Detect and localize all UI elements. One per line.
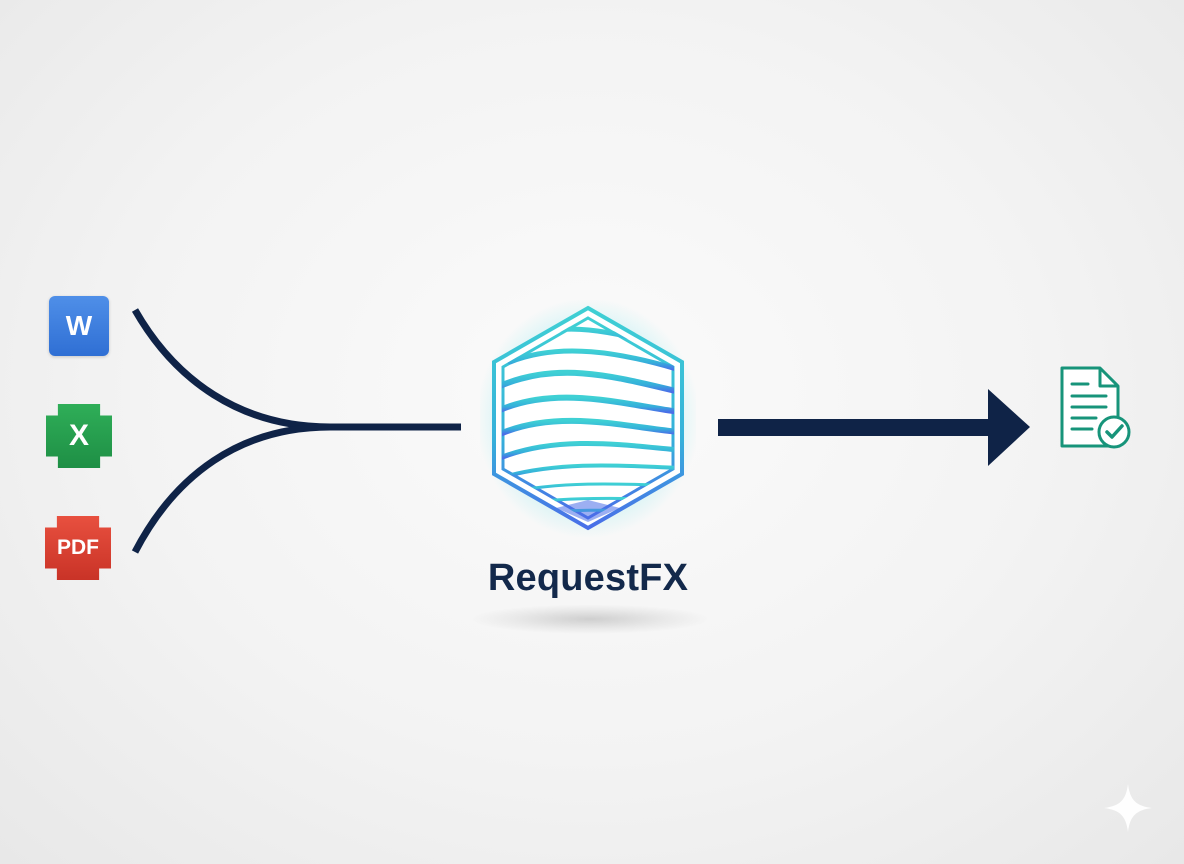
verified-document-icon <box>1060 366 1131 449</box>
excel-icon-letter: X <box>68 419 89 452</box>
output-arrow-head <box>988 389 1030 466</box>
word-document-icon: W <box>49 296 109 356</box>
logo-hexagon-outer <box>492 305 684 531</box>
output-arrow-shaft <box>718 419 993 436</box>
logo-hexagon-fill <box>494 308 682 528</box>
brand-name: RequestFX <box>487 557 689 599</box>
pdf-icon-text: PDF <box>57 536 99 559</box>
word-icon-letter: W <box>65 310 93 341</box>
top-input-curve <box>131 308 331 431</box>
bottom-input-curve <box>131 423 331 554</box>
logo-base-accent <box>556 500 620 522</box>
brand-shadow <box>470 604 710 634</box>
check-badge <box>1097 415 1131 449</box>
hexagon-waves-logo <box>480 300 696 538</box>
sparkle-icon <box>1104 784 1152 832</box>
